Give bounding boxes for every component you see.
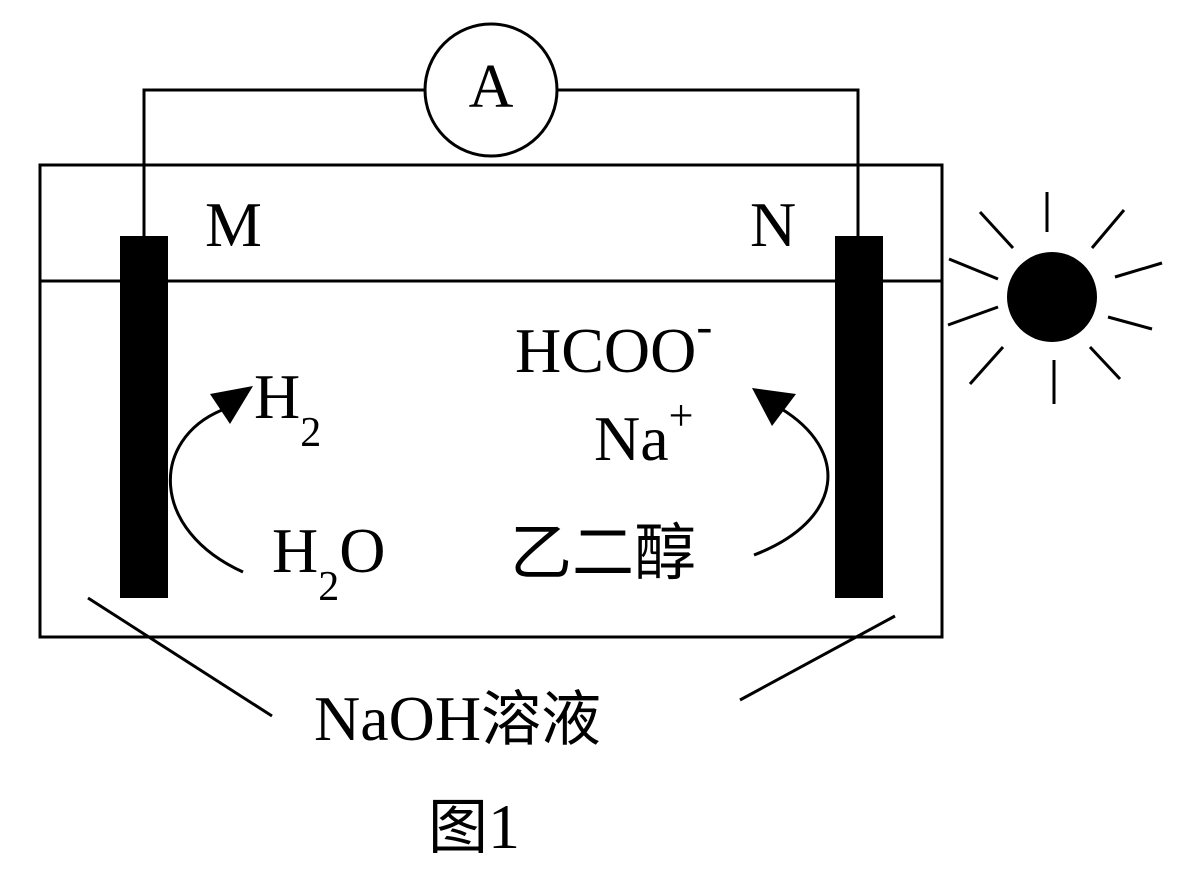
ammeter-circle xyxy=(423,22,559,158)
sun-ray xyxy=(1090,209,1126,249)
sun-ray xyxy=(948,257,999,281)
solution-leader-left xyxy=(87,596,273,718)
h2-product-label: H2 xyxy=(254,361,321,456)
arrow-h2o-to-h2 xyxy=(168,408,244,574)
sun-ray xyxy=(947,305,999,327)
na-ion-label: Na+ xyxy=(594,391,693,474)
sun-ray xyxy=(1107,315,1153,331)
cell-container xyxy=(38,163,944,639)
arrow-head-right xyxy=(752,388,796,426)
arrow-glycol-to-hcoo xyxy=(753,406,830,557)
ammeter: A xyxy=(423,22,559,158)
solution-leader-right xyxy=(739,614,896,702)
ammeter-symbol: A xyxy=(469,53,514,121)
electrode-m-label: M xyxy=(205,189,262,260)
sun-ray xyxy=(968,346,1005,385)
electrode-n-label: N xyxy=(750,189,796,260)
sun-ray xyxy=(1114,261,1163,279)
sun-ray xyxy=(978,210,1015,250)
solution-label: NaOH溶液 xyxy=(314,683,601,755)
arrow-head-left xyxy=(210,386,253,424)
external-wire-right xyxy=(557,88,860,236)
figure-caption: 图1 xyxy=(428,791,520,863)
electrode-n xyxy=(835,236,883,598)
electrode-m xyxy=(120,236,168,598)
sun-disc xyxy=(1007,252,1097,342)
hcoo-ion-label: HCOO- xyxy=(515,300,712,386)
h2o-reactant-label: H2O xyxy=(272,515,385,610)
sun-ray xyxy=(1088,345,1122,381)
external-wire xyxy=(142,88,425,236)
ethylene-glycol-label: 乙二醇 xyxy=(510,516,696,589)
sun-icon xyxy=(947,192,1163,404)
